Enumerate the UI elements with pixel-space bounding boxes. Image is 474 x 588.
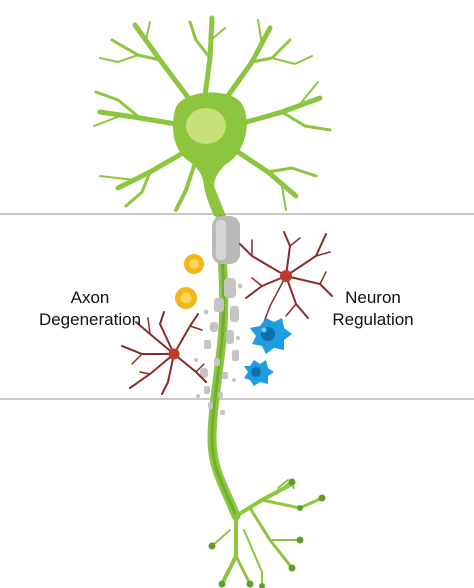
yellow-cell-icon: [175, 287, 197, 309]
myelin-sheath: [212, 216, 240, 264]
neuron-regulation-line2: Regulation: [332, 310, 414, 329]
microglia-body: [168, 348, 180, 360]
macrophage-icon: [244, 360, 274, 386]
axon-degeneration-line2: Degeneration: [38, 310, 142, 329]
microglia-icon: [239, 231, 333, 323]
macrophage-icon: [250, 318, 292, 354]
axon-degeneration-line1: Axon: [70, 288, 110, 307]
axon-terminal: [211, 479, 324, 587]
axon: [207, 211, 241, 521]
myelin-fragments: [194, 278, 243, 415]
yellow-cell-icon: [184, 254, 204, 274]
microglia-icon: [121, 311, 207, 395]
neuron-regulation-line1: Neuron: [345, 288, 401, 307]
microglia-body: [280, 270, 292, 282]
neuron-regulation-label: Neuron Regulation: [318, 287, 428, 331]
neuron-icon: [93, 15, 332, 216]
axon-degeneration-label: Axon Degeneration: [30, 287, 150, 331]
terminal-boutons: [208, 478, 326, 588]
